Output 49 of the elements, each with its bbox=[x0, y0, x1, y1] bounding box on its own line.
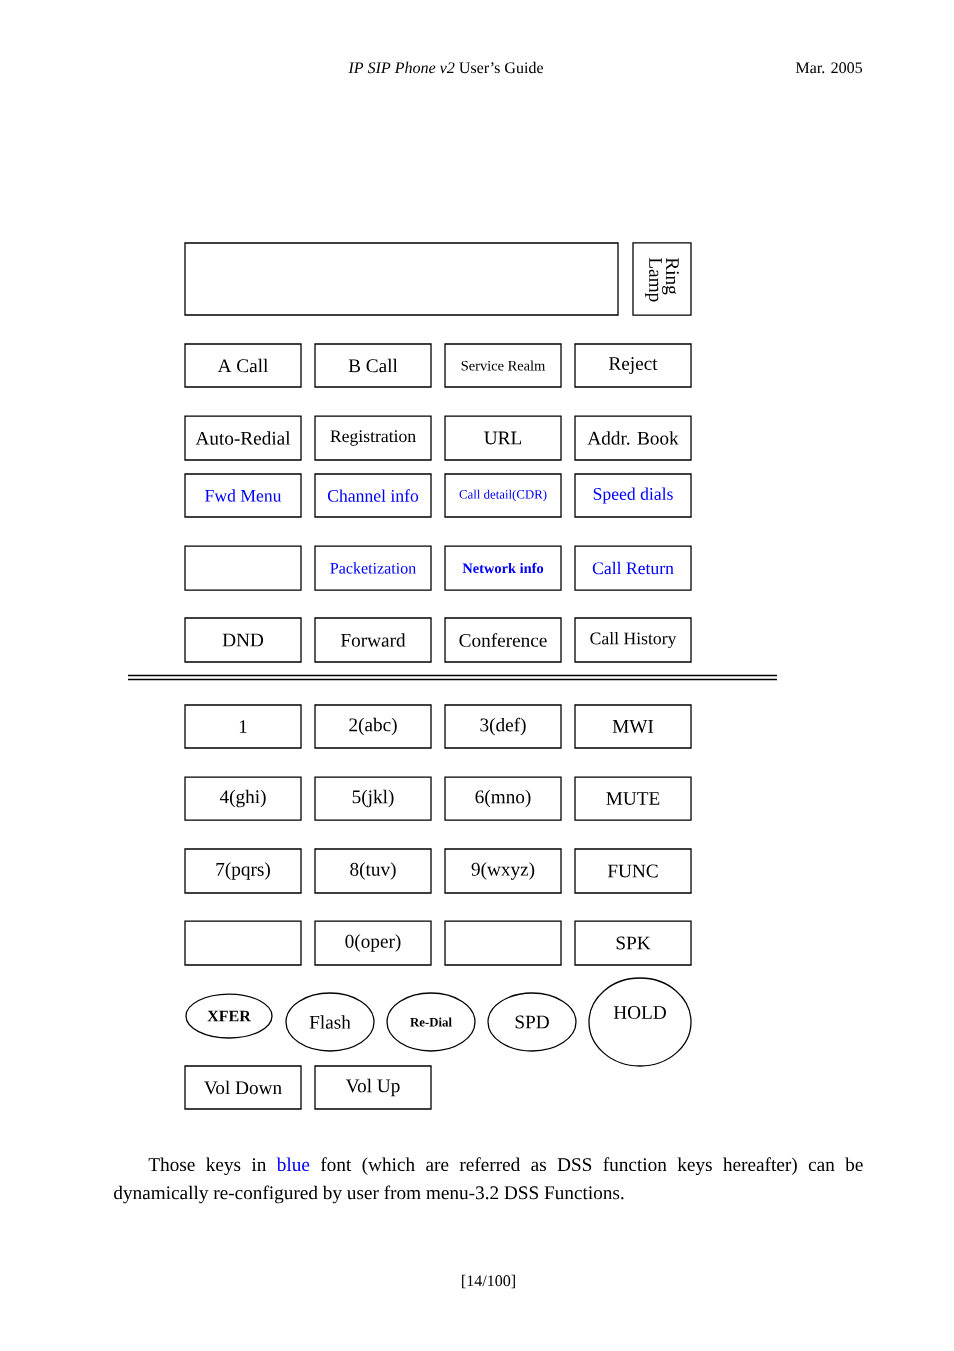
blank-key bbox=[444, 920, 562, 966]
key-box: Service Realm bbox=[444, 343, 562, 388]
key-box: Channel info bbox=[314, 473, 432, 518]
key-box: 2(abc) bbox=[314, 704, 432, 749]
oval-key: SPD bbox=[487, 992, 577, 1052]
key-box: 3(def) bbox=[444, 704, 562, 749]
key-box: Forward bbox=[314, 617, 432, 663]
key-box: Packetization bbox=[314, 545, 432, 591]
key-box: Reject bbox=[574, 343, 692, 388]
page-number: [14/100] bbox=[462, 1274, 515, 1289]
key-box: Addr. Book bbox=[574, 415, 692, 461]
key-box: MUTE bbox=[574, 776, 692, 821]
key-box: 6(mno) bbox=[444, 776, 562, 821]
key-box: Registration bbox=[314, 415, 432, 461]
key-box: MWI bbox=[574, 704, 692, 749]
key-box: Vol Down bbox=[184, 1065, 302, 1110]
key-box: Network info bbox=[444, 545, 562, 591]
key-box: Auto-Redial bbox=[184, 415, 302, 461]
key-box: Fwd Menu bbox=[184, 473, 302, 518]
key-box: 8(tuv) bbox=[314, 848, 432, 894]
key-box: SPK bbox=[574, 920, 692, 966]
key-box: A Call bbox=[184, 343, 302, 388]
blank-key bbox=[184, 920, 302, 966]
display-screen bbox=[184, 242, 619, 316]
key-box: 4(ghi) bbox=[184, 776, 302, 821]
header-title: IP SIP Phone v2 User’s Guide bbox=[348, 61, 543, 74]
key-box: Call History bbox=[574, 617, 692, 663]
key-box: 1 bbox=[184, 704, 302, 749]
key-box: Vol Up bbox=[314, 1065, 432, 1110]
key-box: FUNC bbox=[574, 848, 692, 894]
ring-lamp-box: Ring Lamp bbox=[632, 242, 692, 316]
key-box: Speed dials bbox=[574, 473, 692, 518]
key-box: B Call bbox=[314, 343, 432, 388]
key-box: 9(wxyz) bbox=[444, 848, 562, 894]
oval-key: Flash bbox=[285, 992, 375, 1052]
oval-key: XFER bbox=[185, 993, 273, 1039]
blank-key bbox=[184, 545, 302, 591]
key-box: Call Return bbox=[574, 545, 692, 591]
key-box: 0(oper) bbox=[314, 920, 432, 966]
oval-key: HOLD bbox=[588, 977, 692, 1067]
oval-key: Re-Dial bbox=[386, 992, 476, 1052]
key-box: 7(pqrs) bbox=[184, 848, 302, 894]
key-box: URL bbox=[444, 415, 562, 461]
header-date: Mar. 2005 bbox=[795, 62, 863, 74]
key-box: Conference bbox=[444, 617, 562, 663]
key-box: DND bbox=[184, 617, 302, 663]
caption-paragraph: Those keys in blue font (which are referred as DSS function keys hereafter) can be dynamically re-configured by user from menu-3.2 DSS Functions. bbox=[114, 1157, 863, 1204]
key-box: 5(jkl) bbox=[314, 776, 432, 821]
key-box: Call detail(CDR) bbox=[444, 473, 562, 518]
